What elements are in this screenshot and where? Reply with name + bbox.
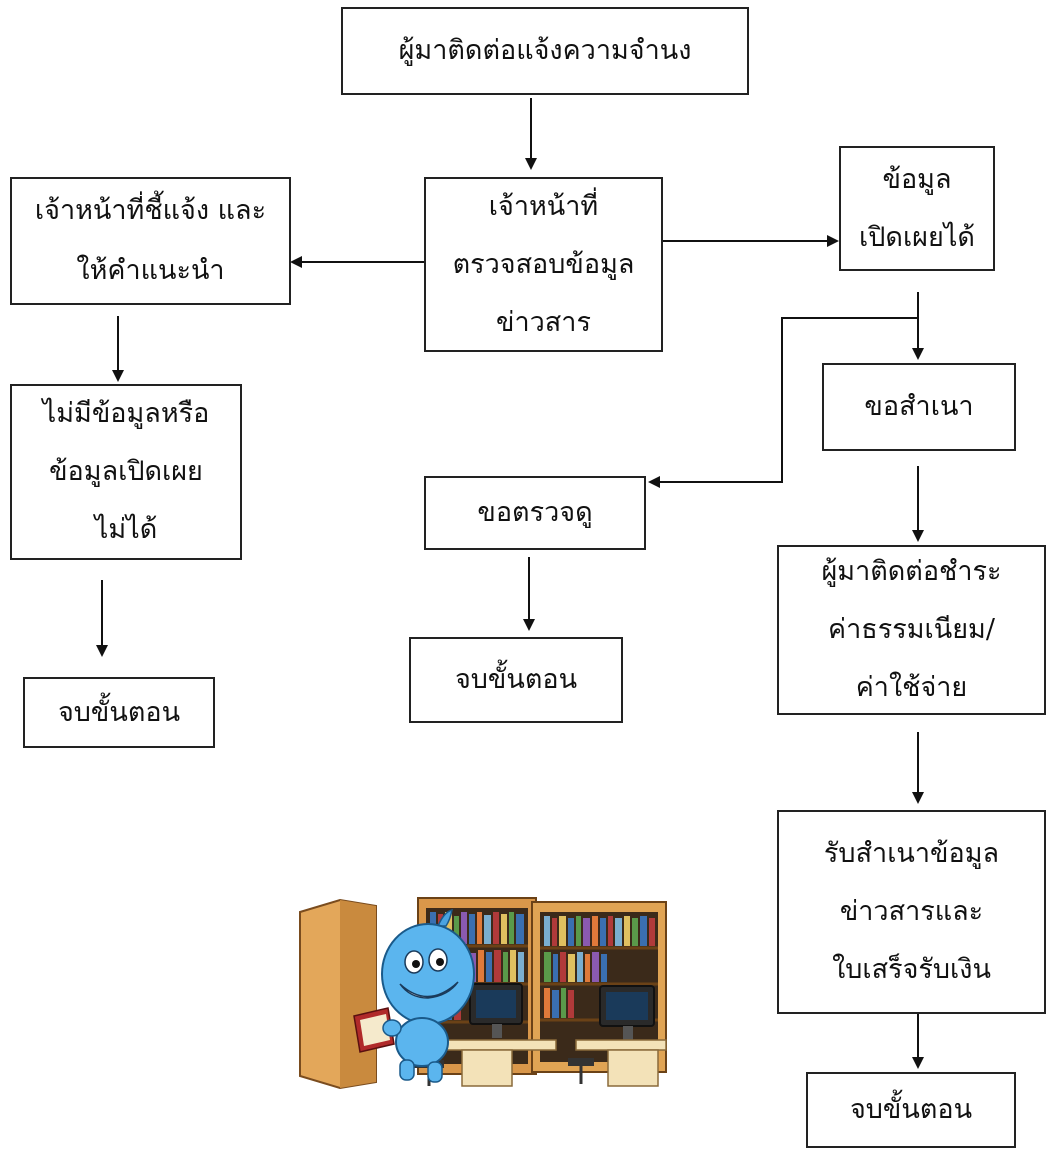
step-pay-fee-line-1: ผู้มาติดต่อชำระ — [821, 556, 1002, 587]
step-no-info-line-3: ไม่ได้ — [94, 514, 158, 545]
step-pay-fee: ผู้มาติดต่อชำระ ค่าธรรมเนียม/ ค่าใช้จ่าย — [777, 545, 1046, 715]
step-end-middle: จบขั้นตอน — [409, 637, 623, 723]
step-receive-copy-line-3: ใบเสร็จรับเงิน — [832, 954, 991, 985]
step-disclosable: ข้อมูล เปิดเผยได้ — [839, 146, 995, 271]
step-no-info-line-2: ข้อมูลเปิดเผย — [49, 456, 203, 487]
step-pay-fee-line-2: ค่าธรรมเนียม/ — [828, 614, 995, 645]
step-no-info-line-1: ไม่มีข้อมูลหรือ — [42, 398, 210, 429]
step-end-left: จบขั้นตอน — [23, 677, 215, 748]
step-contact: ผู้มาติดต่อแจ้งความจำนง — [341, 7, 749, 95]
step-receive-copy: รับสำเนาข้อมูล ข่าวสารและ ใบเสร็จรับเงิน — [777, 810, 1046, 1014]
step-officer-advise-line-1: เจ้าหน้าที่ชี้แจ้ง และ — [34, 195, 267, 226]
step-end-right: จบขั้นตอน — [806, 1072, 1016, 1148]
step-end-middle-line-1: จบขั้นตอน — [454, 664, 578, 695]
step-receive-copy-line-1: รับสำเนาข้อมูล — [823, 838, 1000, 869]
step-disclosable-line-2: เปิดเผยได้ — [859, 221, 975, 253]
step-request-copy: ขอสำเนา — [822, 363, 1016, 451]
step-officer-advise: เจ้าหน้าที่ชี้แจ้ง และ ให้คำแนะนำ — [10, 177, 291, 305]
step-officer-check: เจ้าหน้าที่ ตรวจสอบข้อมูล ข่าวสาร — [424, 177, 663, 352]
step-end-left-line-1: จบขั้นตอน — [57, 696, 181, 728]
arrow-disclosable-to-inspect — [648, 317, 918, 488]
step-inspect: ขอตรวจดู — [424, 476, 646, 550]
step-end-right-line-1: จบขั้นตอน — [849, 1094, 973, 1125]
step-officer-check-line-1: เจ้าหน้าที่ — [488, 190, 599, 222]
step-receive-copy-line-2: ข่าวสารและ — [839, 896, 984, 927]
step-pay-fee-line-3: ค่าใช้จ่าย — [855, 672, 968, 703]
cartoon-reading-library-icon — [299, 897, 667, 1090]
step-officer-advise-line-2: ให้คำแนะนำ — [76, 255, 225, 286]
step-disclosable-line-1: ข้อมูล — [882, 163, 952, 195]
step-request-copy-line-1: ขอสำเนา — [864, 391, 974, 422]
step-contact-line-1: ผู้มาติดต่อแจ้งความจำนง — [398, 35, 692, 66]
step-inspect-line-1: ขอตรวจดู — [477, 497, 593, 528]
step-officer-check-line-2: ตรวจสอบข้อมูล — [452, 248, 635, 280]
step-officer-check-line-3: ข่าวสาร — [496, 306, 591, 338]
step-no-info: ไม่มีข้อมูลหรือ ข้อมูลเปิดเผย ไม่ได้ — [10, 384, 242, 560]
